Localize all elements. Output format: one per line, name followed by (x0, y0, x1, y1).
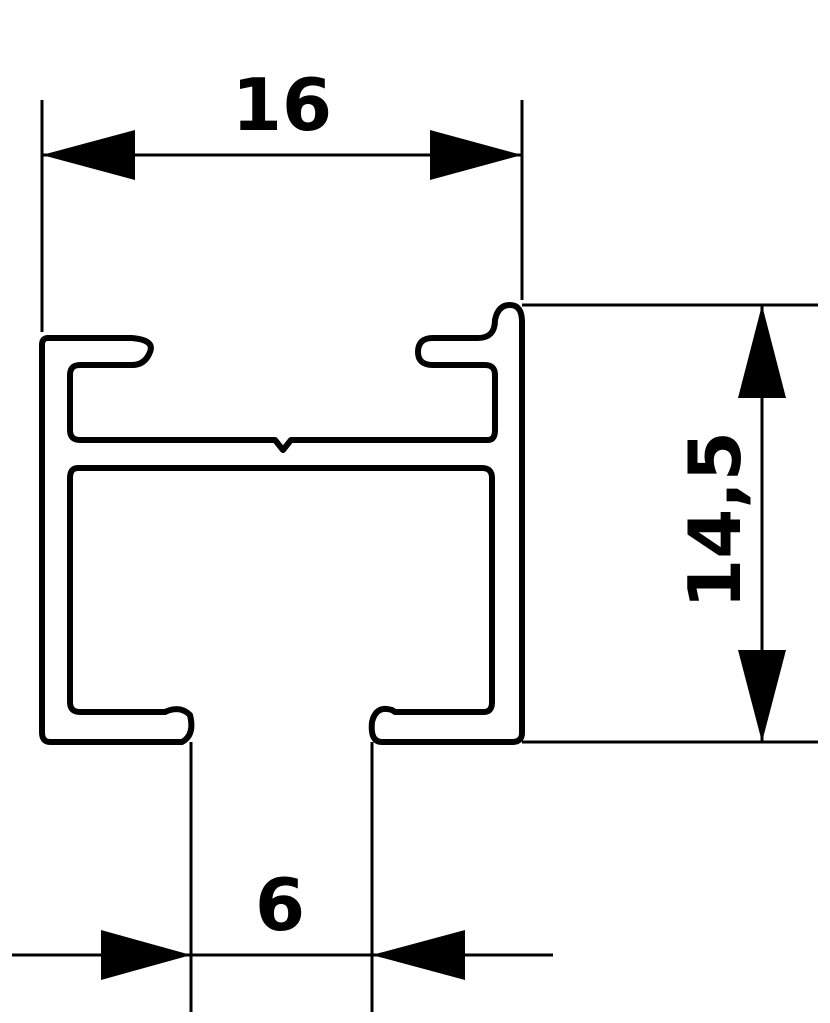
height-arrow-bottom (738, 650, 786, 742)
height-label: 14,5 (673, 431, 757, 609)
width-arrow-right (430, 130, 522, 180)
slot-arrow-left (101, 930, 191, 980)
profile-outer-outline (39, 302, 525, 745)
slot-arrow-right (372, 930, 465, 980)
width-label: 16 (232, 63, 332, 147)
slot-label: 6 (255, 863, 305, 947)
height-arrow-top (738, 305, 786, 398)
width-arrow-left (42, 130, 135, 180)
